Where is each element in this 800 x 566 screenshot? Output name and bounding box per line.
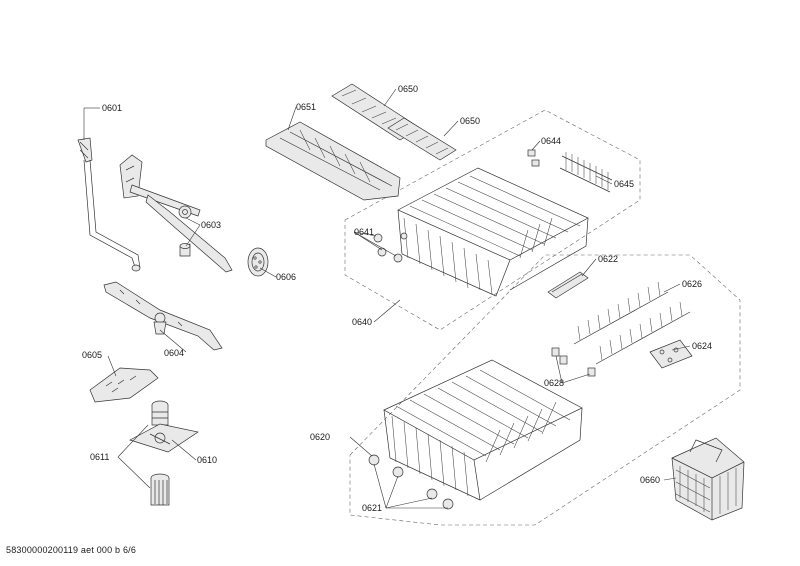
label-0651: 0651 [296, 102, 316, 112]
sieve-cover-0605 [89, 367, 159, 403]
label-0650-bottom: 0650 [460, 116, 480, 126]
basket-wheels-0621 [368, 454, 454, 510]
basket-rollers-0641 [373, 232, 408, 263]
label-0626: 0626 [682, 279, 702, 289]
holders-0624 [649, 339, 693, 369]
label-0603: 0603 [201, 220, 221, 230]
clip-0644 [527, 149, 540, 167]
spray-supply-pipe-0601 [77, 137, 141, 272]
label-0644: 0644 [541, 136, 561, 146]
label-0611: 0611 [90, 452, 109, 462]
label-0610: 0610 [197, 455, 217, 465]
label-0640: 0640 [352, 317, 372, 327]
label-0641: 0641 [354, 227, 374, 237]
cup-rack-0645 [559, 152, 613, 193]
lower-basket-assembly-outline [349, 254, 741, 526]
cutlery-tray-insert-0650-bottom [387, 117, 457, 161]
upper-basket-assembly-outline [344, 109, 641, 331]
lower-basket-0620 [383, 359, 583, 501]
lower-spray-arm-0604 [103, 281, 223, 351]
label-0601: 0601 [102, 103, 122, 113]
label-0622: 0622 [598, 254, 618, 264]
filter-disc-0606 [247, 247, 269, 277]
label-0605: 0605 [82, 350, 102, 360]
label-0621: 0621 [362, 503, 382, 513]
cutlery-tray-0651 [265, 121, 401, 201]
leader-lines [83, 88, 691, 509]
upper-spray-arm-0603 [119, 154, 233, 273]
label-0624: 0624 [692, 341, 712, 351]
basket-handle-0622 [547, 271, 589, 299]
document-footer: 58300000200119 aet 000 b 6/6 [6, 545, 137, 555]
folding-tines-0626 [573, 281, 691, 365]
label-0620: 0620 [310, 432, 330, 442]
cutlery-basket-0660 [671, 437, 745, 521]
label-0645: 0645 [614, 179, 634, 189]
filter-assembly-0610-0611 [129, 400, 199, 506]
label-0650-top: 0650 [398, 84, 418, 94]
part-labels: 0601 0603 0606 0604 0605 0610 0611 0651 … [82, 84, 712, 513]
label-0604: 0604 [164, 348, 184, 358]
label-0606: 0606 [276, 272, 296, 282]
tine-clips-0628 [551, 347, 596, 377]
upper-basket-0640 [397, 167, 589, 297]
label-0628: 0628 [544, 378, 564, 388]
label-0660: 0660 [640, 475, 660, 485]
